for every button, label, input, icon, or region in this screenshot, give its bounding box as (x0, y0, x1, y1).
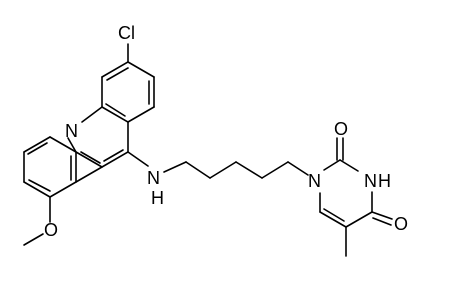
bond (371, 211, 393, 220)
bond (23, 136, 51, 153)
bond (80, 151, 101, 164)
atom-cl: Cl (118, 23, 135, 43)
atom-h-uracil-3: H (378, 171, 391, 191)
bond (185, 161, 211, 179)
bond (287, 161, 309, 176)
atom-h-amine: H (151, 188, 164, 208)
atom-n-amine: N (147, 168, 160, 188)
bond (319, 211, 347, 228)
bond (101, 151, 129, 168)
atom-n-ring: N (65, 121, 78, 141)
bond (163, 161, 187, 173)
bond (372, 217, 392, 226)
bond (127, 106, 155, 123)
bond (27, 142, 48, 155)
bond (67, 137, 77, 153)
atom-o-methoxy: O (44, 220, 58, 240)
atom-n-uracil-3: N (364, 171, 377, 191)
bond (49, 181, 77, 198)
bonds (23, 43, 393, 257)
bond (101, 106, 129, 123)
bond (323, 159, 341, 171)
bond (209, 161, 237, 179)
atom-labels: Cl N N H N N H O O O (44, 23, 408, 240)
bond (127, 61, 155, 78)
bond (345, 211, 373, 228)
bond (28, 179, 51, 192)
bond (49, 136, 77, 153)
bond (81, 106, 103, 123)
bond (101, 61, 129, 78)
bond (75, 166, 103, 183)
bond (106, 67, 129, 81)
bond (75, 151, 103, 168)
bond (323, 208, 345, 222)
bond (105, 103, 126, 117)
bond (103, 149, 124, 162)
bond (127, 151, 149, 167)
bond (235, 161, 263, 179)
atom-n-uracil-1: N (308, 171, 321, 191)
bond (23, 181, 51, 198)
bond (23, 233, 44, 246)
atom-o-right: O (394, 214, 408, 234)
bond (261, 161, 289, 179)
atom-o-top: O (334, 119, 348, 139)
bond (339, 159, 359, 172)
